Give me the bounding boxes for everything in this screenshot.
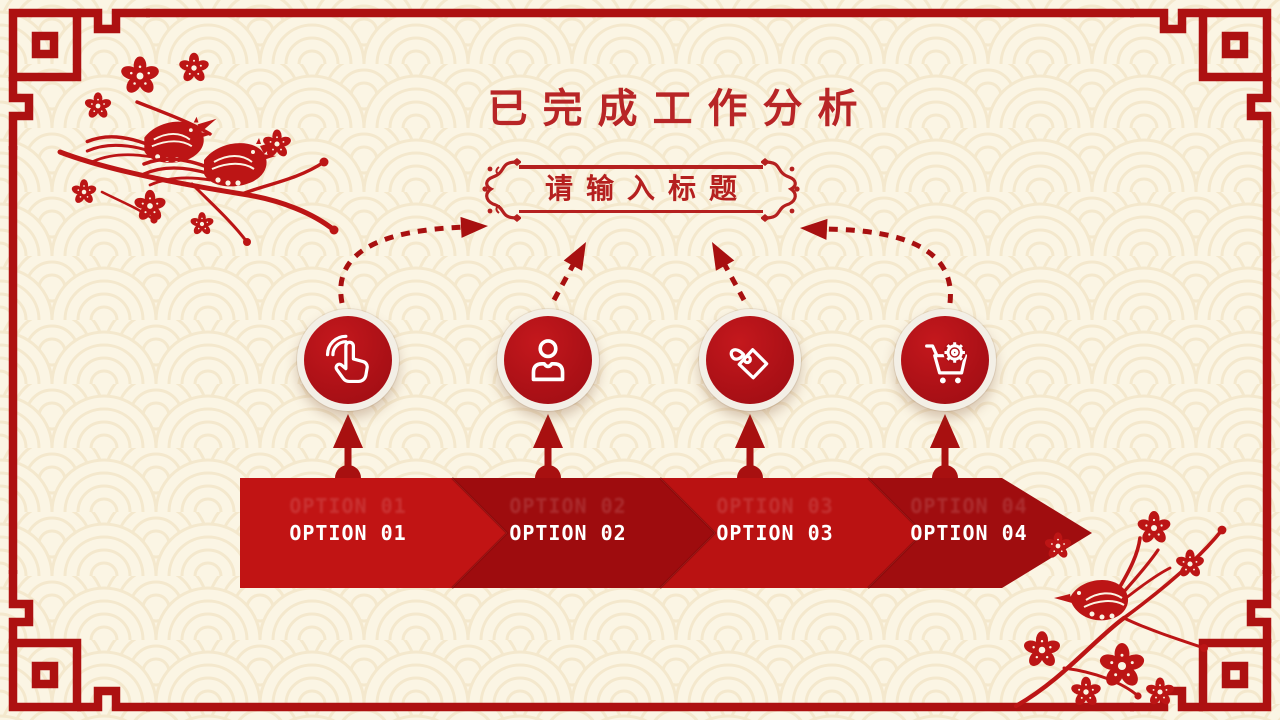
subtitle-box-bottom-line xyxy=(519,209,763,213)
papercut-birds-top-left xyxy=(57,52,339,246)
papercut-bird-bottom-right xyxy=(1013,511,1227,709)
banner-segment-3[interactable] xyxy=(660,478,923,588)
option-4-circle[interactable] xyxy=(894,309,996,411)
subtitle-box[interactable]: 请输入标题 xyxy=(481,156,801,222)
subtitle-box-top-line xyxy=(519,165,763,169)
banner-segment-1[interactable] xyxy=(240,478,507,588)
option-2-circle[interactable] xyxy=(497,309,599,411)
option-2-label[interactable]: OPTION 02 OPTION 02 xyxy=(509,494,627,545)
option-1-label[interactable]: OPTION 01 OPTION 01 xyxy=(289,494,407,545)
option-3-circle[interactable] xyxy=(699,309,801,411)
cart-gear-icon xyxy=(925,341,968,384)
banner-segment-4[interactable] xyxy=(868,478,1092,588)
option-3-circle-fill xyxy=(706,316,794,404)
tap-icon xyxy=(325,334,369,384)
connector-1 xyxy=(338,224,469,304)
option-4-label[interactable]: OPTION 04 OPTION 04 xyxy=(910,494,1028,545)
subtitle-text: 请输入标题 xyxy=(544,172,750,205)
option-3-label[interactable]: OPTION 03 OPTION 03 xyxy=(716,494,834,545)
connector-4 xyxy=(819,226,953,304)
option-2-circle-fill xyxy=(504,316,592,404)
user-icon xyxy=(531,339,565,382)
option-4-circle-fill xyxy=(901,316,989,404)
option-1-circle-fill xyxy=(304,316,392,404)
price-tag-icon xyxy=(729,348,769,380)
banner-stem-bumps xyxy=(335,465,958,478)
banner-segment-2[interactable] xyxy=(452,478,715,588)
slide-title: 已完成工作分析 xyxy=(487,85,873,132)
banner-up-arrows xyxy=(333,414,960,479)
scroll-ornament-left xyxy=(482,158,521,222)
option-1-circle[interactable] xyxy=(297,309,399,411)
scroll-ornament-right xyxy=(761,158,800,222)
